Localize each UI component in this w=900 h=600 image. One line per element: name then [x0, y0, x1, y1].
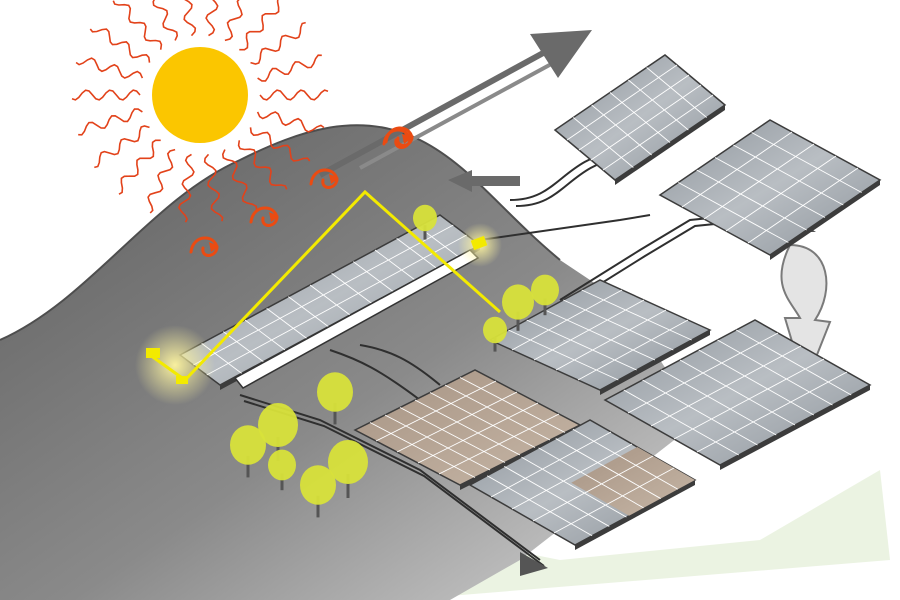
heat-swirl-icon [382, 128, 412, 149]
light-marker [470, 235, 488, 251]
flow-arrow-icon [780, 243, 832, 389]
tree-icon [531, 274, 559, 316]
solar-panel-icon [488, 279, 712, 395]
heat-swirl-icon [189, 236, 219, 257]
tree-icon [502, 284, 534, 331]
solar-panel-icon [553, 54, 727, 185]
flow-arrow-icon [448, 170, 520, 192]
light-glow [135, 325, 215, 405]
solar-panel-icon [468, 419, 697, 550]
heat-swirl-icon [249, 206, 279, 227]
light-marker [146, 348, 160, 358]
light-marker [176, 376, 188, 384]
tree-icon [413, 204, 437, 240]
tree-icon [328, 440, 368, 498]
solar-panel-icon [658, 119, 882, 260]
tree-icon [300, 465, 336, 518]
heat-swirl-icon [309, 168, 339, 189]
tree-icon [483, 316, 507, 352]
flow-arrow-icon [520, 552, 548, 576]
sun-icon [152, 47, 248, 143]
tree-icon [230, 425, 266, 478]
solar-panel-icon [603, 319, 872, 470]
sun-rays [71, 0, 329, 223]
tree-icon [268, 449, 296, 491]
flow-arrow-icon [318, 30, 592, 178]
light-path [149, 189, 501, 382]
tree-icon [317, 372, 353, 425]
